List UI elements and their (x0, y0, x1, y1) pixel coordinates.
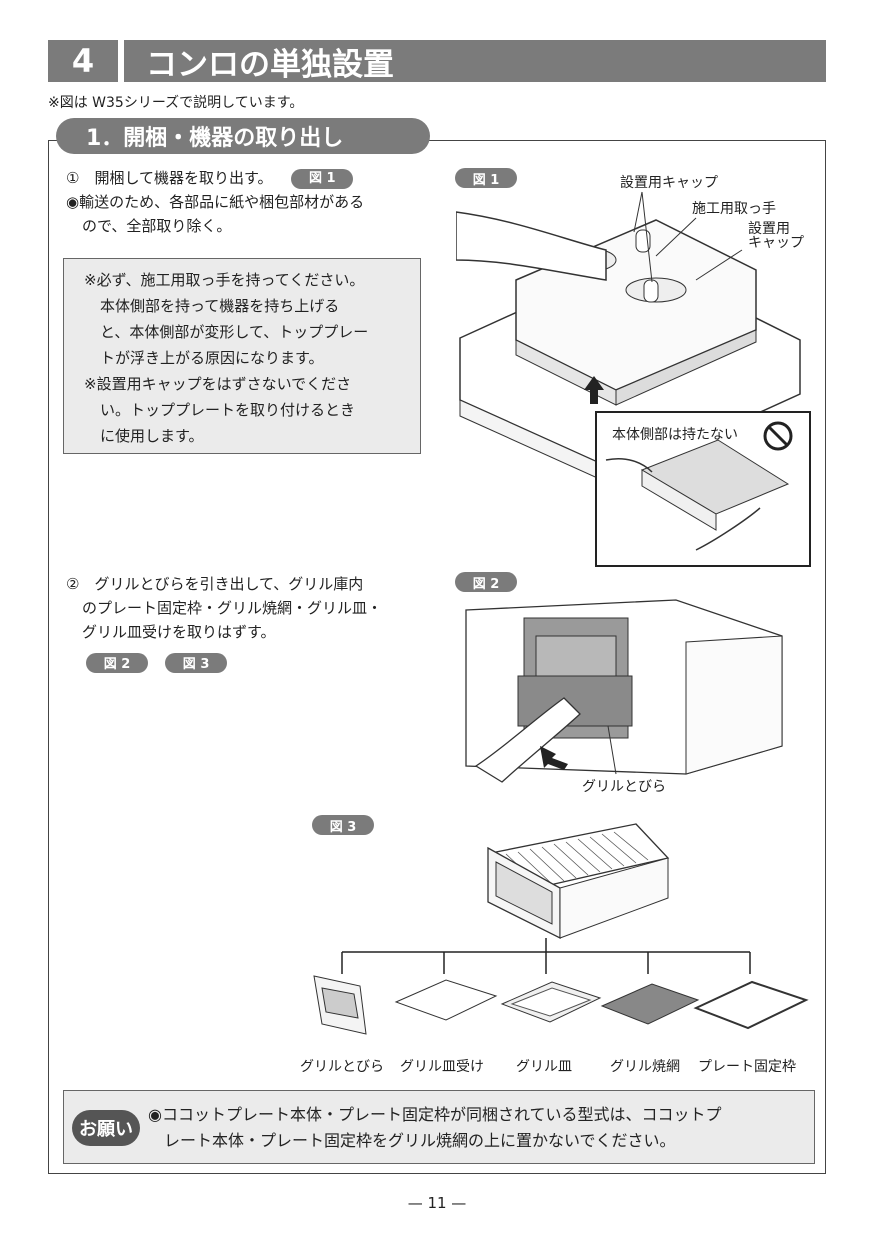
step2-refs: 図 2 図 3 (86, 652, 239, 673)
step2-text: ② グリルとびらを引き出して、グリル庫内 のプレート固定枠・グリル焼網・グリル皿… (66, 572, 436, 644)
fig1-cap-cap2-line2: キャップ (748, 235, 804, 251)
step1-bullet: ◉輸送のため、各部品に紙や梱包部材がある ので、全部取り除く。 (66, 190, 430, 238)
content-frame (48, 140, 826, 1174)
figure2-illustration (465, 599, 783, 783)
step1-text: ① 開梱して機器を取り出す。 図 1 (66, 166, 426, 190)
fig3-part-1: グリルとびら (300, 1059, 384, 1075)
fig3-part-4: グリル焼網 (610, 1059, 680, 1075)
step1-bullet-line1: ◉輸送のため、各部品に紙や梱包部材がある (66, 193, 365, 211)
fig1-inset-caption: 本体側部は持たない (612, 427, 738, 443)
notice-box (63, 1090, 815, 1164)
series-note: ※図は W35シリーズで説明しています。 (48, 95, 304, 111)
warning-box: ※必ず、施工用取っ手を持ってください。 本体側部を持って機器を持ち上げる と、本… (63, 258, 421, 454)
notice-line2: レート本体・プレート固定枠をグリル焼網の上に置かないでください。 (164, 1131, 676, 1150)
fig1-cap-handle: 施工用取っ手 (692, 201, 776, 217)
fig3-ref-badge: 図 3 (165, 652, 228, 673)
warning-line3: と、本体側部が変形して、トッププレー (100, 323, 369, 341)
warning-line6: い。トッププレートを取り付けるとき (100, 401, 356, 419)
notice-line1: ◉ココットプレート本体・プレート固定枠が同梱されている型式は、ココットプ (148, 1105, 722, 1124)
fig1-cap-cap2-line1: 設置用 (748, 221, 790, 237)
fig2-label: 図 2 (455, 572, 517, 592)
warning-line4: トが浮き上がる原因になります。 (100, 349, 324, 367)
step2-line3: グリル皿受けを取りはずす。 (82, 623, 276, 641)
fig1-cap-cap: 設置用キャップ (620, 175, 718, 191)
fig1-label: 図 1 (455, 168, 517, 188)
section-title: コンロの単独設置 (124, 40, 826, 83)
warning-line5: ※設置用キャップをはずさないでくださ (84, 375, 352, 393)
page-number: — 11 — (407, 1194, 467, 1212)
fig3-part-5: プレート固定枠 (698, 1059, 796, 1075)
fig3-label: 図 3 (312, 815, 374, 835)
step2-line1: ② グリルとびらを引き出して、グリル庫内 (66, 575, 364, 593)
warning-line7: に使用します。 (100, 427, 204, 445)
fig3-part-2: グリル皿受け (400, 1059, 484, 1075)
step2-line2: のプレート固定枠・グリル焼網・グリル皿・ (82, 599, 383, 617)
request-badge: お願い (72, 1110, 140, 1146)
fig1-cap-cap2: 設置用 キャップ (748, 222, 804, 250)
figure1-illustration (456, 191, 811, 567)
fig3-part-3: グリル皿 (516, 1059, 572, 1075)
fig1-ref-badge: 図 1 (291, 168, 354, 189)
step1-instruction: ① 開梱して機器を取り出す。 (66, 169, 273, 187)
fig2-ref-badge: 図 2 (86, 652, 148, 673)
subsection-title: 1．開梱・機器の取り出し (56, 118, 430, 154)
warning-line2: 本体側部を持って機器を持ち上げる (100, 297, 340, 315)
notice-text: ◉ココットプレート本体・プレート固定枠が同梱されている型式は、ココットプ レート… (148, 1102, 808, 1154)
step1-bullet-line2: ので、全部取り除く。 (82, 217, 232, 235)
warning-line1: ※必ず、施工用取っ手を持ってください。 (84, 271, 365, 289)
figure3-illustration (313, 823, 809, 1035)
fig2-caption: グリルとびら (582, 779, 666, 795)
section-number: 4 (48, 40, 118, 82)
